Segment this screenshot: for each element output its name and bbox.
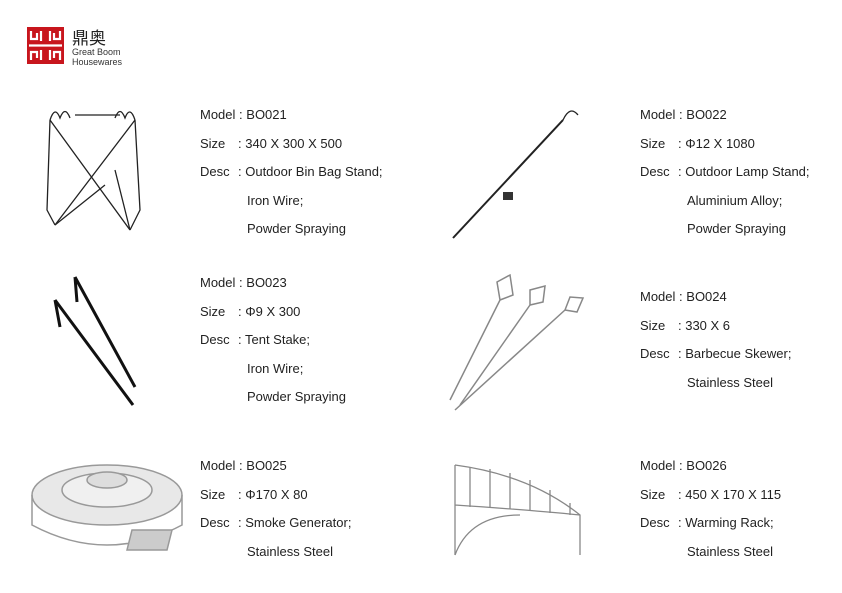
desc-value: : Tent Stake; xyxy=(238,332,311,347)
model-value: : BO021 xyxy=(239,107,287,122)
smoke-generator-image xyxy=(31,464,183,551)
desc-value: : Barbecue Skewer; xyxy=(678,346,792,361)
desc-value: : Outdoor Lamp Stand; xyxy=(678,164,810,179)
desc-line: Stainless Steel xyxy=(687,374,773,390)
size-value: : 450 X 170 X 115 xyxy=(678,486,782,502)
desc-line: Aluminium Alloy; xyxy=(687,192,783,208)
desc-value: : Smoke Generator; xyxy=(238,515,352,530)
product-spec-bo026: Model : BO026 Size: 450 X 170 X 115 Desc… xyxy=(640,452,781,566)
size-value: : 340 X 300 X 500 xyxy=(238,135,343,151)
product-spec-bo021: Model : BO021 Size: 340 X 300 X 500 Desc… xyxy=(200,101,383,244)
desc-line: Stainless Steel xyxy=(247,543,333,559)
warming-rack-image xyxy=(454,464,581,556)
desc-line: Powder Spraying xyxy=(247,389,346,404)
desc-line: Powder Spraying xyxy=(687,221,786,236)
model-value: : BO024 xyxy=(679,289,727,304)
brand-name-en: Great Boom Housewares xyxy=(72,47,123,67)
product-spec-bo023: Model : BO023 Size: Φ9 X 300 Desc: Tent … xyxy=(200,269,346,412)
size-value: : Φ170 X 80 xyxy=(238,486,308,502)
desc-value: : Warming Rack; xyxy=(678,515,774,530)
model-value: : BO025 xyxy=(239,458,287,473)
size-value: : Φ12 X 1080 xyxy=(678,135,755,151)
brand-name-cn: 鼎奥 xyxy=(72,29,106,49)
lamp-stand-image xyxy=(452,110,579,239)
model-value: : BO026 xyxy=(679,458,727,473)
bin-bag-stand-image xyxy=(46,110,141,231)
brand-logo-icon xyxy=(27,27,64,64)
model-value: : BO022 xyxy=(679,107,727,122)
model-value: : BO023 xyxy=(239,275,287,290)
size-value: : 330 X 6 xyxy=(678,317,731,333)
product-spec-bo024: Model : BO024 Size: 330 X 6 Desc: Barbec… xyxy=(640,283,791,397)
size-value: : Φ9 X 300 xyxy=(238,303,301,319)
desc-value: : Outdoor Bin Bag Stand; xyxy=(238,164,383,179)
product-spec-bo025: Model : BO025 Size: Φ170 X 80 Desc: Smok… xyxy=(200,452,351,566)
desc-line: Iron Wire; xyxy=(247,360,304,376)
tent-stake-image xyxy=(53,276,137,406)
desc-line: Stainless Steel xyxy=(687,543,773,559)
desc-line: Iron Wire; xyxy=(247,192,304,208)
product-spec-bo022: Model : BO022 Size: Φ12 X 1080 Desc: Out… xyxy=(640,101,810,244)
desc-line: Powder Spraying xyxy=(247,221,346,236)
barbecue-skewer-image xyxy=(449,273,585,411)
